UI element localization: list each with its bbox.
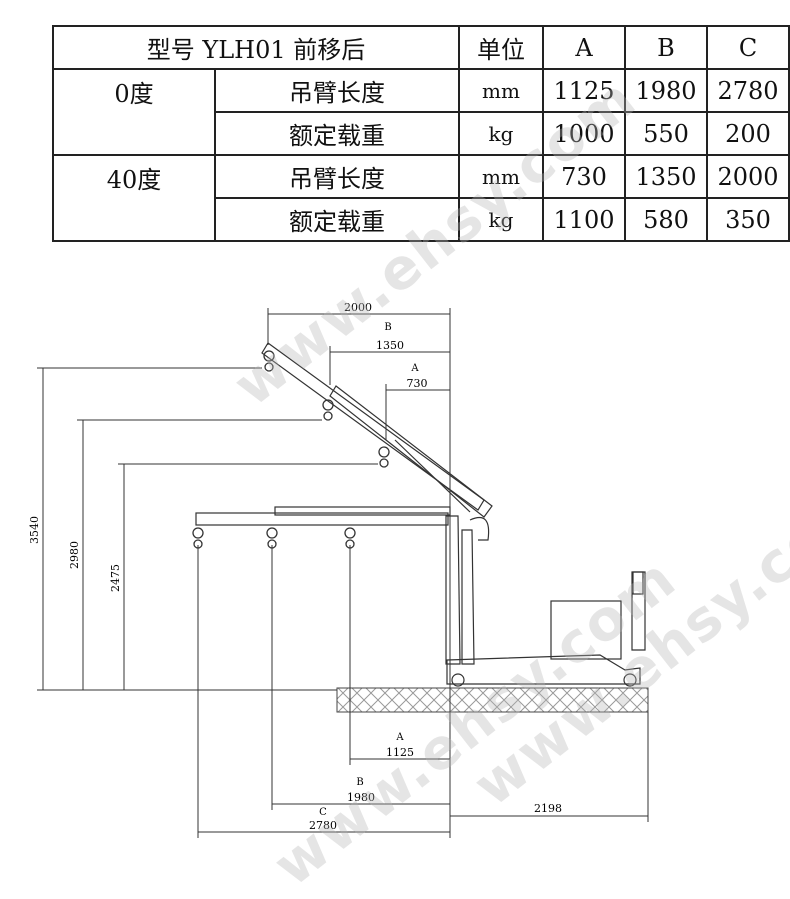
value-cell-b: 580: [624, 197, 708, 242]
top-dim-letter: A: [410, 363, 419, 374]
value-cell-a: 1125: [542, 68, 626, 113]
bottom-dim-value: 2780: [309, 819, 337, 832]
height-dim-value: 2475: [109, 564, 122, 592]
bottom-dim-letter: B: [356, 777, 363, 788]
value-cell-a: 1100: [542, 197, 626, 242]
bottom-dimensions: [197, 545, 649, 838]
value-cell-c: 2000: [706, 154, 790, 199]
base-length-value: 2198: [534, 802, 562, 815]
ground-slab: [336, 687, 649, 713]
top-dim-letter: B: [384, 322, 391, 333]
header-a: A: [542, 25, 626, 70]
unit-cell: kg: [458, 197, 544, 242]
spec-table: 型号 YLH01 前移后 单位 A B C 0度 吊臂长度 mm 1125 19…: [52, 25, 790, 242]
height-dim-value: 3540: [28, 516, 41, 544]
crane-chassis: [446, 571, 646, 687]
table-row: 额定载重 kg 1000 550 200: [53, 111, 790, 156]
top-dim-value: 730: [407, 377, 428, 390]
bottom-dim-value: 1125: [386, 746, 414, 759]
value-cell-c: 2780: [706, 68, 790, 113]
top-dimensions: [267, 308, 451, 700]
angle-cell: 0度: [52, 68, 216, 156]
param-cell: 额定载重: [214, 197, 460, 242]
top-dim-value: 2000: [344, 301, 372, 314]
header-b: B: [624, 25, 708, 70]
param-cell: 吊臂长度: [214, 154, 460, 199]
table-row: 额定载重 kg 1100 580 350: [53, 197, 790, 242]
value-cell-a: 1000: [542, 111, 626, 156]
unit-cell: mm: [458, 68, 544, 113]
table-row: 40度 吊臂长度 mm 730 1350 2000: [52, 154, 790, 242]
header-model: 型号 YLH01 前移后: [52, 25, 460, 70]
value-cell-b: 1980: [624, 68, 708, 113]
value-cell-c: 350: [706, 197, 790, 242]
table-header-row: 型号 YLH01 前移后 单位 A B C: [52, 25, 790, 70]
bottom-dim-letter: A: [395, 732, 404, 743]
bottom-dim-value: 1980: [347, 791, 375, 804]
value-cell-c: 200: [706, 111, 790, 156]
crane-dimension-drawing: 2000 B 1350 A 730 3540 2980 2475 A 1125 …: [28, 301, 649, 838]
value-cell-b: 1350: [624, 154, 708, 199]
crane-mast: [445, 515, 490, 665]
horizontal-boom: [195, 506, 451, 526]
height-dim-value: 2980: [68, 541, 81, 569]
unit-cell: mm: [458, 154, 544, 199]
bottom-dim-letter: C: [319, 807, 327, 818]
param-cell: 额定载重: [214, 111, 460, 156]
header-c: C: [706, 25, 790, 70]
angle-cell: 40度: [52, 154, 216, 242]
header-unit: 单位: [458, 25, 544, 70]
table-row: 0度 吊臂长度 mm 1125 1980 2780: [52, 68, 790, 156]
hooks: [192, 350, 390, 549]
height-dimensions: [37, 367, 378, 691]
inclined-boom: [261, 342, 493, 518]
param-cell: 吊臂长度: [214, 68, 460, 113]
top-dim-value: 1350: [376, 339, 404, 352]
value-cell-b: 550: [624, 111, 708, 156]
value-cell-a: 730: [542, 154, 626, 199]
unit-cell: kg: [458, 111, 544, 156]
